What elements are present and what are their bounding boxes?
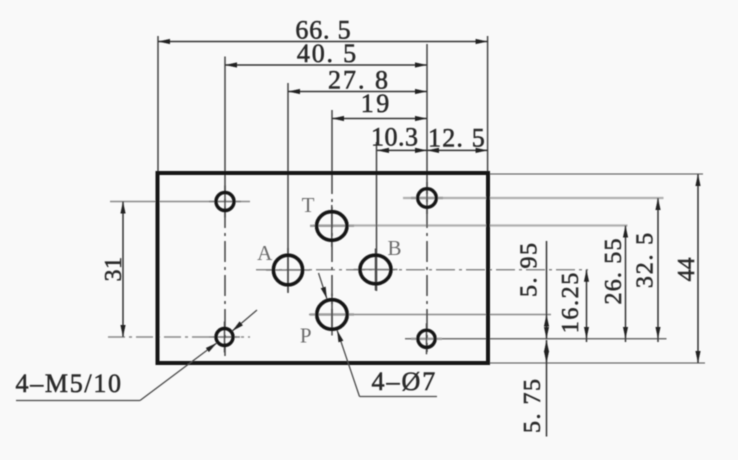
svg-text:19: 19	[361, 89, 392, 118]
svg-text:4–Ø7: 4–Ø7	[372, 367, 438, 396]
svg-text:32. 5: 32. 5	[633, 231, 659, 288]
svg-text:P: P	[300, 324, 312, 348]
svg-text:16.25: 16.25	[558, 271, 584, 333]
svg-text:A: A	[257, 241, 273, 265]
svg-text:66. 5: 66. 5	[295, 16, 351, 45]
svg-text:5. 95: 5. 95	[517, 242, 543, 298]
svg-text:26. 55: 26. 55	[601, 237, 627, 304]
svg-text:5. 75: 5. 75	[520, 378, 546, 434]
svg-text:31: 31	[101, 257, 127, 282]
svg-text:4–M5/10: 4–M5/10	[16, 369, 123, 398]
svg-text:27. 8: 27. 8	[328, 66, 390, 95]
svg-text:10.3: 10.3	[371, 123, 419, 152]
svg-text:40. 5: 40. 5	[297, 39, 358, 68]
svg-text:44: 44	[674, 258, 700, 282]
svg-text:T: T	[302, 193, 315, 217]
svg-text:B: B	[387, 236, 401, 260]
svg-text:12. 5: 12. 5	[428, 124, 486, 153]
